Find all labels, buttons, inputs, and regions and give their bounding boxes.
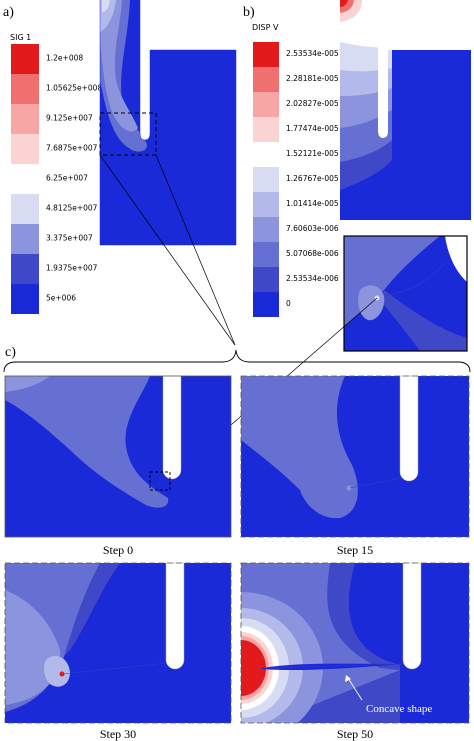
legendB-swatch [253, 142, 279, 167]
notch-step-30 [165, 562, 185, 670]
legendB-swatch [253, 67, 279, 92]
legendB-swatch [253, 217, 279, 242]
annotation-arrow-head [345, 675, 351, 682]
notch-step-0 [162, 375, 182, 480]
legendA-swatch [11, 224, 39, 254]
panel-label-a: a) [3, 5, 14, 20]
zoom-funnel-right [155, 154, 236, 346]
frame-step-30 [4, 562, 232, 724]
curly-brace [3, 349, 471, 373]
legendA-swatch [11, 194, 39, 224]
legendA-swatch [11, 254, 39, 284]
step-15-plot [241, 376, 469, 537]
annotation-arrow [347, 677, 363, 701]
legendB-label: 2.53534e-005 [286, 49, 339, 58]
legendA-label: 5e+006 [46, 294, 76, 303]
legendB-swatch [253, 292, 279, 317]
frame-step-0 [4, 375, 232, 538]
legendB-label: 2.28181e-005 [286, 74, 339, 83]
legendA-label: 9.125e+007 [46, 114, 93, 123]
legendA-label: 1.2e+008 [46, 54, 83, 63]
legendB-swatch [253, 42, 279, 67]
legendA-label: 7.6875e+007 [46, 144, 98, 153]
frame-step-50 [240, 562, 470, 724]
legendA-swatch [11, 104, 39, 134]
legendB-label: 2.53534e-006 [286, 274, 339, 283]
step-30-label: Step 30 [100, 727, 136, 741]
notch-step-50 [402, 562, 422, 670]
stress-contour-a [100, 0, 236, 245]
legendB-swatch [253, 267, 279, 292]
legendB-swatch [253, 242, 279, 267]
legendB-swatch [253, 167, 279, 192]
legendB-label: 5.07068e-006 [286, 249, 339, 258]
zoom-inset-frame [343, 235, 468, 352]
step-15-label: Step 15 [337, 543, 373, 557]
legendB-label: 2.02827e-005 [286, 99, 339, 108]
legendA-label: 1.05625e+008 [46, 84, 102, 93]
legendA-swatch [11, 164, 39, 194]
step-30-plot [5, 563, 231, 723]
displacement-contour-b [340, 0, 471, 220]
legendB-label: 1.77474e-005 [286, 124, 339, 133]
legend-a: 1.2e+008 1.05625e+008 9.125e+007 7.6875e+00… [11, 44, 102, 314]
step-0-label: Step 0 [103, 543, 133, 557]
zoom-funnel-left [99, 154, 236, 346]
panel-label-b: b) [243, 5, 255, 20]
zoom-box-step-0 [149, 471, 171, 491]
legendA-label: 1.9375e+007 [46, 264, 98, 273]
step-50-plot [241, 563, 469, 723]
legendB-swatch [253, 192, 279, 217]
zoom-inset [344, 236, 467, 351]
legendA-swatch [11, 284, 39, 314]
notch-step-15 [399, 375, 419, 482]
legendA-label: 3.375e+007 [46, 234, 93, 243]
step-0-plot [5, 376, 231, 537]
legendA-swatch [11, 74, 39, 104]
legendB-label: 7.60603e-006 [286, 224, 339, 233]
legendB-label: 1.52121e-005 [286, 149, 339, 158]
legendB-label: 1.26767e-005 [286, 174, 339, 183]
legendB-label: 0 [286, 299, 291, 308]
legendB-swatch [253, 117, 279, 142]
legendA-swatch [11, 134, 39, 164]
frame-step-15 [240, 375, 470, 538]
legendB-label: 1.01414e-005 [286, 199, 339, 208]
legendA-swatch [11, 44, 39, 74]
zoom-box-a [99, 112, 157, 156]
step-50-label: Step 50 [337, 727, 373, 741]
legend-b-title: DISP V [252, 23, 279, 32]
legendA-label: 6.25e+007 [46, 174, 88, 183]
panel-label-c: c) [5, 345, 16, 360]
legend-b: 2.53534e-005 2.28181e-005 2.02827e-005 1.77… [253, 42, 339, 317]
notch-outline-a [99, 0, 237, 246]
legendA-label: 4.8125e+007 [46, 204, 98, 213]
legend-a-title: SIG 1 [10, 33, 31, 42]
legendB-swatch [253, 92, 279, 117]
annotation-concave-shape: Concave shape [366, 703, 432, 715]
